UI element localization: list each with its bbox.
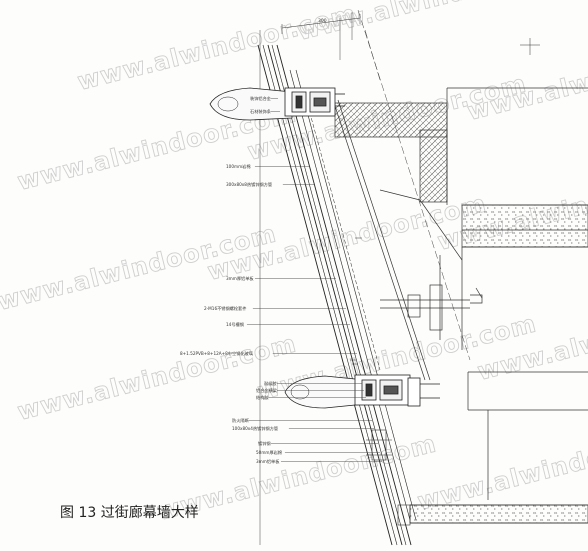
callout-label-1: 装饰铝合金	[250, 95, 272, 102]
callout-label-11: 结构胶	[256, 394, 269, 401]
floor-slab	[461, 204, 588, 248]
callout-label-2: 石材装饰条	[250, 108, 272, 115]
inner-lining	[332, 99, 463, 381]
callout-label-6: 2-M16不锈钢螺栓套件	[204, 305, 246, 312]
callout-label-3: 100mm岩棉	[226, 163, 251, 170]
watermark-text: www.alwindoor.com	[415, 419, 588, 515]
lower-structure	[409, 371, 588, 524]
bottom-bracket	[366, 429, 411, 526]
steel-bracket	[380, 247, 483, 350]
upper-structure	[334, 87, 588, 248]
callout-label-16: 3mm铝单板	[256, 458, 280, 465]
callout-label-5: 3mm厚铝单板	[226, 275, 254, 282]
upper-wall-insulation	[419, 129, 448, 203]
bottom-slab	[409, 504, 588, 524]
top-dimension	[281, 14, 540, 55]
upper-transom	[209, 87, 345, 121]
callout-label-7: 14号槽钢	[226, 321, 244, 328]
lower-transom	[284, 374, 440, 409]
watermark-layer: www.alwindoor.comwww.alwindoor.comwww.al…	[0, 0, 588, 526]
callout-label-9: 耐候胶	[264, 380, 277, 387]
callout-label-10: 铝合金横梁	[256, 387, 278, 394]
callout-label-13: 100x80x4热镀锌钢方管	[232, 425, 278, 432]
callout-label-8: 8+1.52PVB+8+12A+8中空钢化玻璃	[180, 350, 253, 357]
figure-caption: 图 13 过街廊幕墙大样	[60, 505, 199, 521]
callout-label-12: 防火隔断	[232, 417, 250, 424]
inclined-glazing	[257, 44, 417, 546]
top-dimension-label: 300	[318, 18, 327, 24]
annotation-marks	[350, 237, 362, 365]
callout-label-4: 300x80x8热镀锌钢方管	[226, 181, 272, 188]
callout-label-15: 50mm厚岩棉	[256, 449, 282, 456]
callout-label-14: 镀锌钢	[258, 440, 271, 447]
watermark-text: www.alwindoor.com	[465, 29, 588, 125]
